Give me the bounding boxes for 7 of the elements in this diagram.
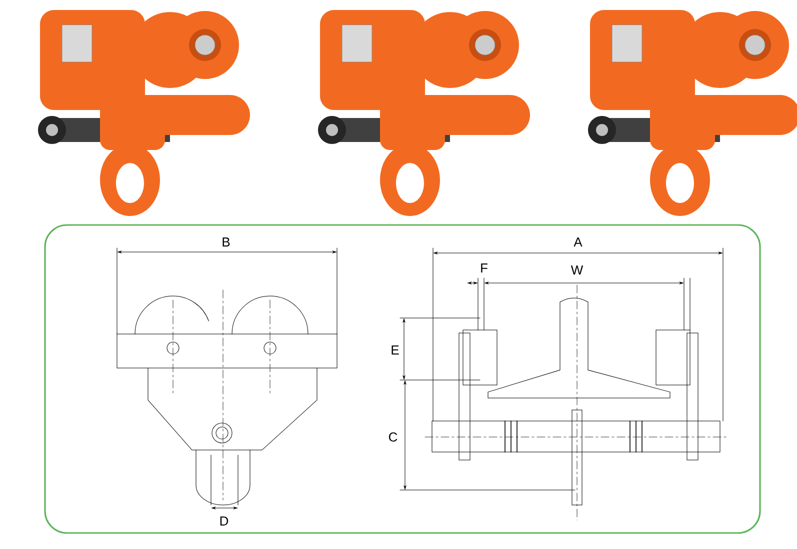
dimension-label: D	[220, 516, 228, 526]
dimension-label: A	[574, 238, 582, 246]
dimension-label: E	[392, 346, 399, 354]
dimension-label: F	[481, 264, 488, 272]
dimension-label: C	[388, 432, 398, 442]
dimension-label: W	[570, 266, 584, 274]
dimension-label: B	[222, 238, 230, 246]
